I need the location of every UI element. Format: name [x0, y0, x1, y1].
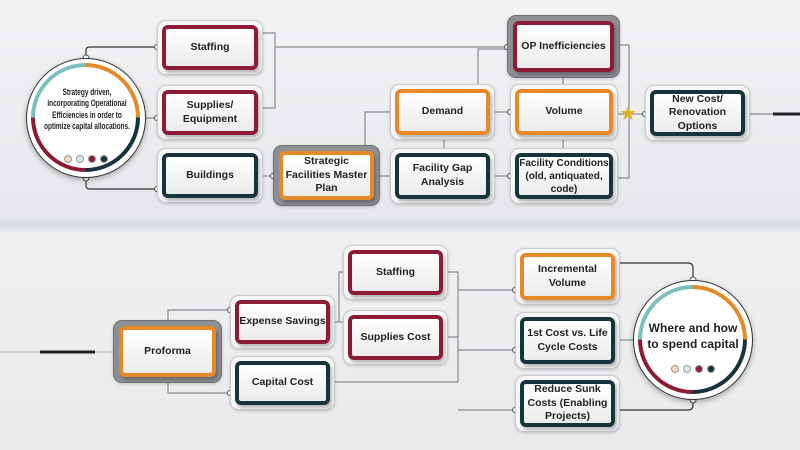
- strategy-text: Strategy driven, incorporating Operation…: [44, 87, 130, 133]
- spend-capital-text: Where and how to spend capital: [647, 321, 739, 351]
- step-dots: [634, 365, 752, 373]
- box-new-cost-renovation[interactable]: New Cost/ Renovation Options: [645, 85, 750, 141]
- box-demand[interactable]: Demand: [390, 84, 495, 140]
- box-volume-label: Volume: [515, 89, 613, 135]
- box-staffing[interactable]: Staffing: [157, 20, 263, 75]
- box-facility-gap-analysis[interactable]: Facility Gap Analysis: [390, 148, 495, 204]
- box-newcost-label: New Cost/ Renovation Options: [650, 90, 745, 136]
- box-supplies-equipment-label: Supplies/ Equipment: [162, 90, 258, 135]
- circle-ring: [31, 63, 140, 172]
- box-proforma[interactable]: Proforma: [113, 320, 222, 383]
- box-conditions-label: Facility Conditions (old, antiquated, co…: [515, 153, 613, 199]
- box-demand-label: Demand: [395, 89, 490, 135]
- step-dots: [27, 155, 145, 163]
- box-reduce-sunk-costs[interactable]: Reduce Sunk Costs (Enabling Projects): [515, 375, 620, 432]
- box-supplies-cost-label: Supplies Cost: [348, 315, 443, 360]
- box-expense-savings[interactable]: Expense Savings: [230, 295, 335, 349]
- box-staffing-bottom[interactable]: Staffing: [343, 245, 448, 300]
- box-life-cycle-costs[interactable]: 1st Cost vs. Life Cycle Costs: [515, 312, 620, 369]
- box-buildings[interactable]: Buildings: [157, 148, 263, 203]
- spend-capital-circle: Where and how to spend capital: [633, 280, 753, 400]
- box-buildings-label: Buildings: [162, 153, 258, 198]
- box-facility-conditions[interactable]: Facility Conditions (old, antiquated, co…: [510, 148, 618, 204]
- box-expense-label: Expense Savings: [235, 300, 330, 344]
- box-sunk-label: Reduce Sunk Costs (Enabling Projects): [520, 380, 615, 427]
- box-capital-cost[interactable]: Capital Cost: [230, 356, 335, 410]
- box-supplies-cost[interactable]: Supplies Cost: [343, 310, 448, 365]
- strategy-circle: Strategy driven, incorporating Operation…: [26, 58, 146, 178]
- box-incremental-volume[interactable]: Incremental Volume: [515, 248, 620, 305]
- box-staffing-bottom-label: Staffing: [348, 250, 443, 295]
- box-op-label: OP Inefficiencies: [513, 21, 614, 72]
- box-gap-label: Facility Gap Analysis: [395, 153, 490, 199]
- box-incremental-label: Incremental Volume: [520, 253, 615, 300]
- box-sfmp-label: Strategic Facilities Master Plan: [279, 151, 374, 200]
- circle-ring: [638, 285, 747, 394]
- box-proforma-label: Proforma: [119, 326, 216, 377]
- star-icon: ★: [619, 103, 637, 125]
- box-volume[interactable]: Volume: [510, 84, 618, 140]
- box-lifecycle-label: 1st Cost vs. Life Cycle Costs: [520, 317, 615, 364]
- box-strategic-facilities-master-plan[interactable]: Strategic Facilities Master Plan: [273, 145, 380, 206]
- box-staffing-label: Staffing: [162, 25, 258, 70]
- box-capital-label: Capital Cost: [235, 361, 330, 405]
- box-supplies-equipment[interactable]: Supplies/ Equipment: [157, 85, 263, 140]
- box-op-inefficiencies[interactable]: OP Inefficiencies: [507, 15, 620, 78]
